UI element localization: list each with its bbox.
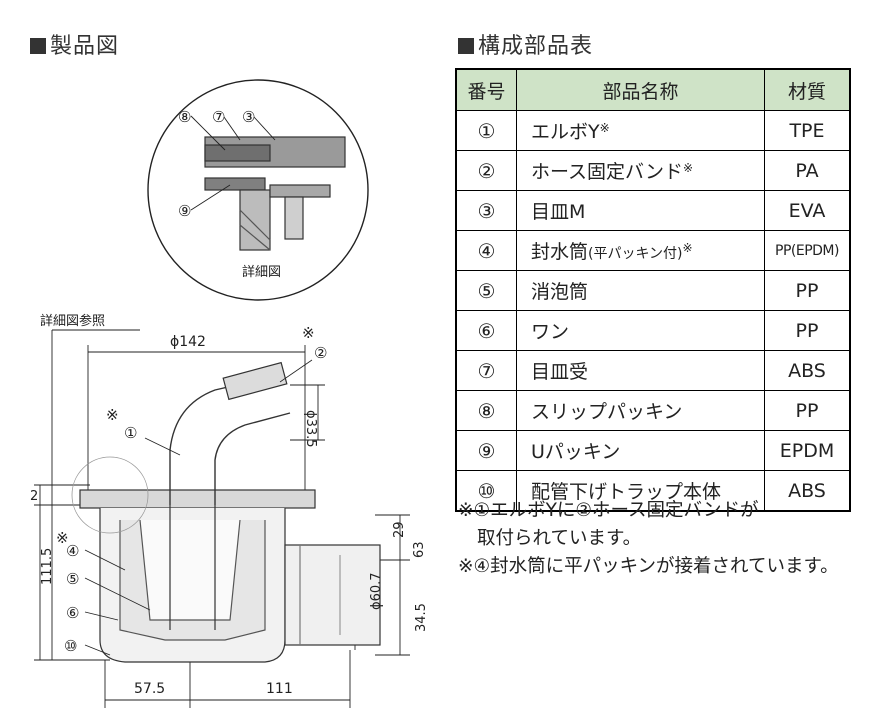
dimension-57-5: 57.5	[134, 681, 165, 697]
row-material: EPDM	[764, 430, 851, 471]
dimension-2: 2	[30, 489, 38, 504]
detail-callout-3: ③	[242, 108, 255, 126]
callout-6: ⑥	[66, 604, 79, 622]
row-material: PP	[764, 310, 851, 351]
product-drawing-title: 製品図	[50, 34, 120, 59]
row-part-name: Uパッキン	[516, 430, 765, 471]
asterisk-mark: ※	[302, 324, 315, 342]
callout-10: ⑩	[64, 637, 77, 655]
table-row: ⑨ Uパッキン EPDM	[455, 430, 851, 471]
table-header-row: 番号 部品名称 材質	[455, 68, 851, 111]
part-name: 消泡筒	[531, 281, 589, 303]
part-name: 目皿受	[531, 361, 589, 383]
row-material: PA	[764, 150, 851, 191]
callout-leaders	[84, 359, 313, 656]
footnote-line: ※④封水筒に平パッキンが接着されています。	[458, 556, 839, 577]
dimension-34-5: 34.5	[414, 603, 429, 632]
row-material: ABS	[764, 350, 851, 391]
row-part-name: エルボY※	[516, 110, 765, 151]
detail-callout-7: ⑦	[212, 108, 225, 126]
row-part-name: ワン	[516, 310, 765, 351]
header-part-name: 部品名称	[516, 68, 765, 111]
part-name: 配管下げトラップ本体	[531, 481, 722, 503]
dimension-111-5: 111.5	[40, 548, 55, 585]
row-material: PP	[764, 390, 851, 431]
table-row: ⑧ スリップパッキン PP	[455, 390, 851, 431]
table-row: ⑥ ワン PP	[455, 310, 851, 351]
row-number: ①	[455, 110, 517, 151]
footnote-line: ※①エルボYに②ホース固定バンドが	[458, 500, 759, 521]
asterisk-mark: ※	[682, 241, 693, 255]
table-row: ⑤ 消泡筒 PP	[455, 270, 851, 311]
dimension-63: 63	[412, 541, 427, 558]
dimension-phi142: ϕ142	[170, 334, 206, 350]
asterisk-mark: ※	[106, 406, 119, 424]
part-name: 封水筒	[531, 241, 589, 263]
detail-caption: 詳細図	[242, 264, 281, 280]
row-number: ⑤	[455, 270, 517, 311]
parts-table-heading: 構成部品表	[458, 28, 593, 60]
dimension-29: 29	[392, 521, 407, 538]
row-part-name: スリップパッキン	[516, 390, 765, 431]
dimension-phi33-5: ϕ33.5	[303, 410, 318, 448]
parts-table-title: 構成部品表	[478, 34, 594, 59]
row-material: PP	[764, 270, 851, 311]
callout-2: ②	[314, 344, 327, 362]
part-name-suffix: (平パッキン付)	[588, 246, 683, 262]
trap-body	[79, 489, 381, 663]
row-material: EVA	[764, 190, 851, 231]
row-number: ④	[455, 230, 517, 271]
table-row: ⑦ 目皿受 ABS	[455, 350, 851, 391]
header-material: 材質	[764, 68, 851, 111]
callout-1: ①	[124, 424, 137, 442]
row-material: PP(EPDM)	[764, 230, 851, 271]
row-part-name: 封水筒(平パッキン付)※	[516, 230, 765, 271]
row-number: ②	[455, 150, 517, 191]
part-name: Uパッキン	[531, 441, 621, 463]
row-material: TPE	[764, 110, 851, 151]
row-number: ③	[455, 190, 517, 231]
row-number: ⑦	[455, 350, 517, 391]
callout-5: ⑤	[66, 570, 79, 588]
product-drawing: ⑧ ⑦ ③ ⑨ 詳細図 詳細図参照 ϕ142 ※ ② ϕ33.5 ※ ① 2 ※…	[30, 79, 429, 708]
part-name: エルボY	[531, 121, 600, 143]
table-row: ③ 目皿M EVA	[455, 190, 851, 231]
header-number: 番号	[455, 68, 517, 111]
dimension-111: 111	[266, 681, 293, 697]
heading-square-icon	[30, 38, 46, 54]
detail-callout-8: ⑧	[178, 108, 191, 126]
elbow	[71, 361, 291, 630]
row-part-name: ホース固定バンド※	[516, 150, 765, 191]
callout-4: ④	[66, 542, 79, 560]
asterisk-mark: ※	[683, 161, 694, 175]
asterisk-mark: ※	[56, 529, 69, 547]
row-part-name: 目皿受	[516, 350, 765, 391]
detail-cross-section	[204, 136, 346, 251]
detail-reference-label: 詳細図参照	[40, 313, 105, 329]
footnote-line: 取付られています。	[477, 528, 642, 549]
detail-callout-9: ⑨	[178, 202, 191, 220]
row-part-name: 消泡筒	[516, 270, 765, 311]
part-name: 目皿M	[531, 201, 586, 223]
heading-square-icon	[458, 38, 474, 54]
footnotes: ※①エルボYに②ホース固定バンドが 取付られています。 ※④封水筒に平パッキンが…	[458, 497, 839, 581]
part-name: スリップパッキン	[531, 401, 683, 423]
part-name: ワン	[531, 321, 570, 343]
product-drawing-heading: 製品図	[30, 28, 119, 60]
part-name: ホース固定バンド	[531, 161, 684, 183]
row-number: ⑧	[455, 390, 517, 431]
asterisk-mark: ※	[599, 121, 610, 135]
row-part-name: 目皿M	[516, 190, 765, 231]
row-number: ⑨	[455, 430, 517, 471]
dimension-phi60-7: ϕ60.7	[369, 572, 384, 610]
row-part-name: 配管下げトラップ本体	[516, 470, 765, 512]
row-material: ABS	[764, 470, 851, 512]
row-number: ⑥	[455, 310, 517, 351]
